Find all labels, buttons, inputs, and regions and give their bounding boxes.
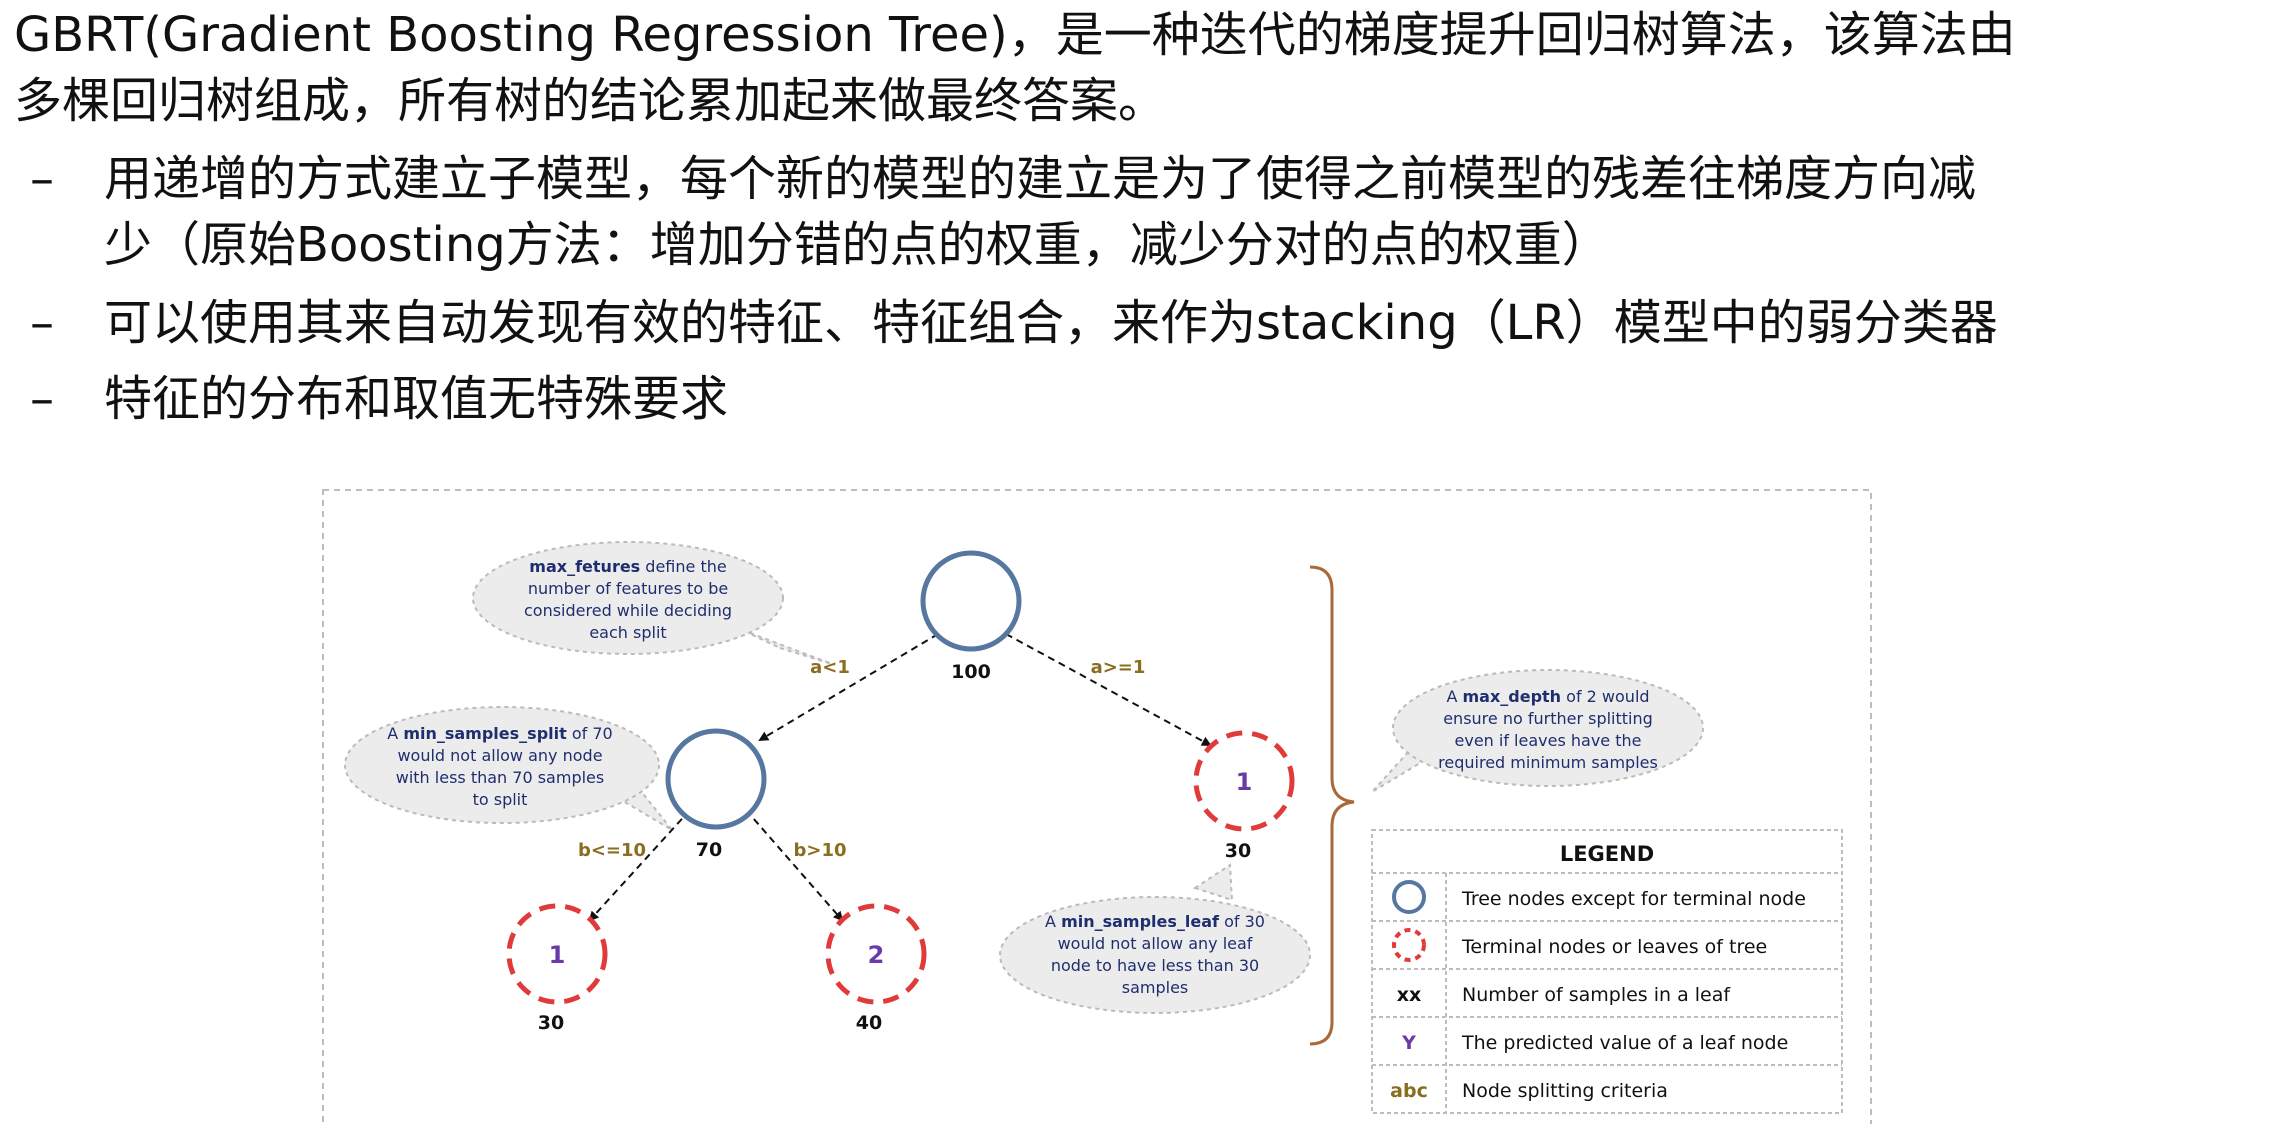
callout-min-samples-split: A min_samples_split of 70 would not allo… xyxy=(344,706,673,831)
svg-text:max_fetures define the: max_fetures define the xyxy=(529,557,726,576)
callout-max-depth: A max_depth of 2 would ensure no further… xyxy=(1371,669,1704,793)
svg-text:A min_samples_leaf of 30: A min_samples_leaf of 30 xyxy=(1045,912,1265,931)
intro-line-2: 多棵回归树组成，所有树的结论累加起来做最终答案。 xyxy=(14,73,1167,129)
leaf-node-right xyxy=(1193,730,1295,832)
leaf-node-bottom-right xyxy=(825,903,927,1005)
callout-leaf-prefix: A xyxy=(1045,912,1061,931)
leaf-bottom-left-value: 1 xyxy=(549,941,566,969)
callout-features-text: define the xyxy=(640,557,727,576)
legend-row-3-text: Number of samples in a leaf xyxy=(1462,984,1731,1006)
edge-node-right xyxy=(745,809,844,922)
bullet-1-line-1: 用递增的方式建立子模型，每个新的模型的建立是为了使得之前模型的残差往梯度方向减 xyxy=(104,151,1977,207)
root-node xyxy=(920,550,1022,652)
legend-row-3-symbol: xx xyxy=(1397,984,1422,1006)
svg-text:A max_depth of 2 would: A max_depth of 2 would xyxy=(1446,687,1649,706)
internal-node-count: 70 xyxy=(696,839,722,861)
callout-split-line-3: with less than 70 samples xyxy=(396,768,604,787)
diagram-frame xyxy=(322,489,1872,1124)
leaf-bottom-right-count: 40 xyxy=(856,1012,882,1034)
callout-leaf-line-2: would not allow any leaf xyxy=(1058,934,1253,953)
legend-title: LEGEND xyxy=(1560,842,1654,866)
legend-table: LEGEND Tree nodes except for terminal no… xyxy=(1371,829,1843,1114)
root-count: 100 xyxy=(951,661,991,683)
bullet-2-line-1: 可以使用其来自动发现有效的特征、特征组合，来作为stacking（LR）模型中的… xyxy=(104,295,1998,351)
callout-features-line-3: considered while deciding xyxy=(524,601,732,620)
depth-brace xyxy=(1309,565,1355,1046)
bullet-dash: – xyxy=(30,295,54,351)
edge-root-left xyxy=(758,633,939,742)
leaf-bottom-right-value: 2 xyxy=(868,941,885,969)
split-label-left: a<1 xyxy=(810,657,850,678)
legend-node-icon xyxy=(1392,880,1426,914)
split-label-b-right: b>10 xyxy=(793,840,846,861)
legend-row-5-symbol: abc xyxy=(1390,1080,1428,1102)
callout-split-term: min_samples_split xyxy=(403,724,567,743)
callout-split-suffix: of 70 xyxy=(567,724,613,743)
callout-split-line-2: would not allow any node xyxy=(397,746,602,765)
callout-depth-line-4: required minimum samples xyxy=(1438,753,1658,772)
svg-text:A min_samples_split of 70: A min_samples_split of 70 xyxy=(387,724,612,743)
callout-leaf-suffix: of 30 xyxy=(1219,912,1265,931)
leaf-node-bottom-left xyxy=(506,903,608,1005)
callout-leaf-term: min_samples_leaf xyxy=(1061,912,1220,931)
callout-depth-prefix: A xyxy=(1446,687,1462,706)
legend-row-1-text: Tree nodes except for terminal node xyxy=(1461,888,1806,910)
callout-depth-line-2: ensure no further splitting xyxy=(1443,709,1653,728)
callout-features-line-2: number of features to be xyxy=(528,579,728,598)
internal-node xyxy=(665,728,767,830)
bullet-3-line-1: 特征的分布和取值无特殊要求 xyxy=(104,371,729,427)
callout-split-prefix: A xyxy=(387,724,403,743)
callout-depth-line-3: even if leaves have the xyxy=(1455,731,1642,750)
leaf-right-value: 1 xyxy=(1236,768,1253,796)
split-label-b-left: b<=10 xyxy=(578,840,646,861)
legend-row-2-text: Terminal nodes or leaves of tree xyxy=(1461,936,1767,958)
legend-row-4-symbol: Y xyxy=(1401,1032,1416,1054)
intro-line-1: GBRT(Gradient Boosting Regression Tree)，… xyxy=(14,7,2016,63)
bullet-3: – 特征的分布和取值无特殊要求 xyxy=(30,366,2270,432)
legend-row-4-text: The predicted value of a leaf node xyxy=(1461,1032,1788,1054)
bullet-1-line-2: 少（原始Boosting方法：增加分错的点的权重，减少分对的点的权重） xyxy=(104,217,1610,273)
leaf-bottom-left-count: 30 xyxy=(538,1012,564,1034)
legend-leaf-icon xyxy=(1392,928,1426,962)
bullet-dash: – xyxy=(30,371,54,427)
bullet-2: – 可以使用其来自动发现有效的特征、特征组合，来作为stacking（LR）模型… xyxy=(30,290,2270,356)
callout-max-features: max_fetures define the number of feature… xyxy=(472,541,836,666)
callout-min-samples-leaf: A min_samples_leaf of 30 would not allow… xyxy=(999,863,1311,1014)
callout-leaf-line-4: samples xyxy=(1122,978,1189,997)
split-label-right: a>=1 xyxy=(1091,657,1146,678)
intro-paragraph: GBRT(Gradient Boosting Regression Tree)，… xyxy=(14,2,2274,134)
callout-features-line-4: each split xyxy=(589,623,666,642)
callout-leaf-line-3: node to have less than 30 xyxy=(1051,956,1259,975)
leaf-right-count: 30 xyxy=(1225,840,1251,862)
edge-node-left xyxy=(588,809,691,922)
legend-row-5-text: Node splitting criteria xyxy=(1462,1080,1668,1102)
bullet-dash: – xyxy=(30,151,54,207)
callout-depth-term: max_depth xyxy=(1462,687,1561,706)
callout-depth-suffix: of 2 would xyxy=(1561,687,1649,706)
bullet-1: – 用递增的方式建立子模型，每个新的模型的建立是为了使得之前模型的残差往梯度方向… xyxy=(30,146,2270,278)
edge-root-right xyxy=(1005,633,1212,746)
callout-features-term: max_fetures xyxy=(529,557,640,576)
callout-split-line-4: to split xyxy=(473,790,528,809)
